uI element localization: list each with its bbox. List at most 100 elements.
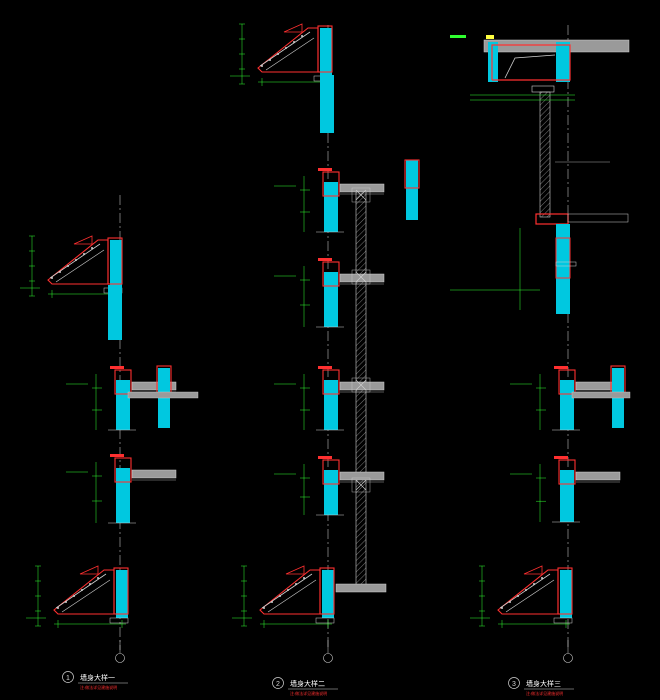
canopy-col1-bottom-dot-3 xyxy=(81,589,83,591)
cad-stroke-40 xyxy=(55,573,107,609)
cad-stroke-17 xyxy=(114,369,132,395)
wall-brace-1 xyxy=(351,269,371,285)
title-note-2: 注:做法详见建施说明 xyxy=(290,690,327,696)
cad-stroke-28 xyxy=(116,468,130,523)
cad-stroke-175 xyxy=(127,391,199,399)
title-label-3: 墙身大样三 xyxy=(526,679,561,688)
canopy-col2-bottom-dot-5 xyxy=(303,577,305,579)
cad-stroke-3 xyxy=(55,249,105,283)
cad-stroke-174 xyxy=(335,583,387,593)
cad-stroke-158 xyxy=(499,573,551,609)
cad-stroke-15 xyxy=(108,285,122,340)
cad-stroke-127 xyxy=(355,189,367,201)
cad-stroke-114 xyxy=(267,579,317,613)
canopy-col2-top-dot-2 xyxy=(277,53,279,55)
canopy-col2-top-slope-mark xyxy=(283,23,303,33)
canopy-col1-bottom-dot-0 xyxy=(57,607,59,609)
cad-stroke-133 xyxy=(355,479,367,491)
cad-stroke-159 xyxy=(505,579,555,613)
cad-stroke-18 xyxy=(131,381,177,391)
cad-stroke-24 xyxy=(110,366,124,369)
canopy-col3-bottom-dot-2 xyxy=(517,595,519,597)
cad-stroke-170 xyxy=(553,617,573,624)
cad-stroke-81 xyxy=(324,272,338,327)
canopy-col3-bottom-dot-1 xyxy=(509,601,511,603)
cad-stroke-38 xyxy=(116,570,128,618)
cad-stroke-0 xyxy=(110,240,122,288)
wall-section-details xyxy=(20,23,631,663)
canopy-col2-top-dot-4 xyxy=(293,41,295,43)
canopy-col3-bottom-dot-0 xyxy=(501,607,503,609)
cad-stroke-99 xyxy=(318,366,332,369)
canopy-col3-bottom-dot-4 xyxy=(533,583,535,585)
canopy-col3-bottom-dot-5 xyxy=(541,577,543,579)
cad-stroke-68 xyxy=(320,75,334,133)
cad-stroke-131 xyxy=(355,379,367,391)
cad-stroke-2 xyxy=(49,243,101,279)
title-label-1: 墙身大样一 xyxy=(80,673,115,682)
cad-stroke-142 xyxy=(554,366,568,369)
cad-stroke-103 xyxy=(339,471,385,481)
canopy-col1-bottom-dot-2 xyxy=(73,595,75,597)
cad-stroke-77 xyxy=(318,168,332,171)
cad-stroke-89 xyxy=(318,258,332,261)
cad-stroke-113 xyxy=(261,573,313,609)
canopy-col3-bottom-slab xyxy=(497,569,559,615)
cad-stroke-147 xyxy=(558,459,576,485)
canopy-col1-bottom-dot-5 xyxy=(97,577,99,579)
canopy-col1-top-dot-4 xyxy=(83,253,85,255)
canopy-col2-top-dot-5 xyxy=(301,35,303,37)
cad-stroke-176 xyxy=(571,391,631,399)
canopy-col1-bottom-dot-1 xyxy=(65,601,67,603)
axis-marker-1 xyxy=(115,653,125,663)
canopy-col1-bottom-slab xyxy=(53,569,115,615)
title-circle-1 xyxy=(62,671,74,683)
title-number-1: 1 xyxy=(66,675,70,682)
cad-stroke-111 xyxy=(322,570,334,618)
wall-brace-0 xyxy=(351,187,371,203)
title-circle-2 xyxy=(272,677,284,689)
canopy-col2-bottom-slope-mark xyxy=(285,565,305,575)
cad-stroke-109 xyxy=(318,456,332,459)
hatched-wall-column-3 xyxy=(539,91,551,218)
canopy-col1-bottom-slope-mark xyxy=(79,565,99,575)
wall-brace-2 xyxy=(351,377,371,393)
cad-stroke-146 xyxy=(560,470,574,522)
canopy-col1-top-dot-0 xyxy=(51,277,53,279)
cad-stroke-148 xyxy=(575,471,621,481)
canopy-col2-top-dot-3 xyxy=(285,47,287,49)
canopy-col2-bottom-dot-4 xyxy=(295,583,297,585)
cad-stroke-55 xyxy=(259,31,311,67)
canopy-col3-bottom-slope-mark xyxy=(523,565,543,575)
cad-stroke-30 xyxy=(131,469,177,479)
canopy-col2-bottom-dot-2 xyxy=(279,595,281,597)
canopy-col2-bottom-slab xyxy=(259,569,321,615)
roof-beam-detail xyxy=(450,35,630,101)
cad-stroke-82 xyxy=(322,261,340,287)
cad-stroke-80 xyxy=(404,159,420,189)
cad-stroke-101 xyxy=(324,470,338,515)
canopy-col1-top-slope-mark xyxy=(73,235,93,245)
detail-title-2: 2 墙身大样二 注:做法详见建施说明 xyxy=(272,677,338,696)
cad-stroke-69 xyxy=(324,182,338,232)
canopy-col2-bottom-dot-1 xyxy=(271,601,273,603)
cad-stroke-52 xyxy=(109,617,129,624)
canopy-col1-bottom-dot-4 xyxy=(89,583,91,585)
cad-stroke-102 xyxy=(322,459,340,485)
cad-stroke-79 xyxy=(406,160,418,220)
canopy-col3-bottom-dot-3 xyxy=(525,589,527,591)
detail-title-3: 3 墙身大样三 注:做法详见建施说明 xyxy=(508,677,574,696)
cad-stroke-134 xyxy=(560,380,574,430)
canopy-col1-top-dot-1 xyxy=(59,271,61,273)
cad-stroke-16 xyxy=(116,380,130,430)
cad-stroke-53 xyxy=(320,28,332,76)
title-number-3: 3 xyxy=(512,681,516,688)
canopy-col2-bottom-dot-3 xyxy=(287,589,289,591)
canopy-col2-bottom-dot-0 xyxy=(263,607,265,609)
cad-stroke-41 xyxy=(61,579,111,613)
canopy-col1-top-dot-5 xyxy=(91,247,93,249)
cad-stroke-29 xyxy=(114,457,132,483)
cad-stroke-92 xyxy=(322,369,340,395)
cad-stroke-36 xyxy=(110,454,124,457)
